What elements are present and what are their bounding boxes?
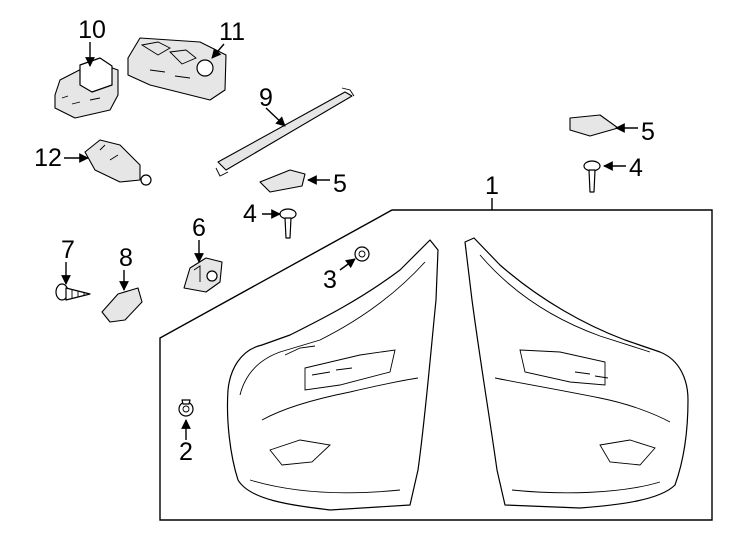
leader-11 xyxy=(211,43,225,59)
clip-part-6 xyxy=(183,257,223,293)
door-trim-panel-right xyxy=(464,237,689,509)
callout-10: 10 xyxy=(78,16,106,44)
screw-part-4-center xyxy=(279,208,297,239)
callout-5-center: 5 xyxy=(333,170,347,198)
callout-3: 3 xyxy=(323,266,337,294)
callout-9: 9 xyxy=(259,84,273,112)
callout-6: 6 xyxy=(192,214,206,242)
callout-8: 8 xyxy=(119,244,133,272)
pad-part-5-center xyxy=(259,169,306,193)
callout-11: 11 xyxy=(219,18,245,46)
clip-part-2 xyxy=(178,399,194,417)
weatherstrip-part-9 xyxy=(215,87,355,177)
screw-part-4-right xyxy=(583,160,601,193)
callout-4-center: 4 xyxy=(243,200,257,228)
callout-numbers: 1 2 3 4 4 5 5 6 7 8 9 10 11 12 xyxy=(34,16,655,466)
clip-part-3 xyxy=(354,246,370,262)
window-switch-panel-part-11 xyxy=(127,37,227,101)
callout-7: 7 xyxy=(61,236,75,264)
bracket-part-12 xyxy=(84,139,152,186)
callout-5-right: 5 xyxy=(641,118,655,146)
callout-2: 2 xyxy=(179,438,193,466)
callout-1: 1 xyxy=(485,172,499,200)
screw-part-7 xyxy=(55,283,91,301)
leader-3 xyxy=(339,258,356,271)
door-trim-panel-left xyxy=(226,239,439,511)
door-trim-assembly-box xyxy=(159,198,713,521)
leader-arrows xyxy=(61,42,638,440)
leader-9 xyxy=(265,107,286,127)
switch-part-10 xyxy=(54,57,119,119)
callout-4-right: 4 xyxy=(629,154,643,182)
pad-part-5-right xyxy=(569,114,619,137)
callout-12: 12 xyxy=(34,144,62,172)
cover-part-8 xyxy=(101,287,143,323)
